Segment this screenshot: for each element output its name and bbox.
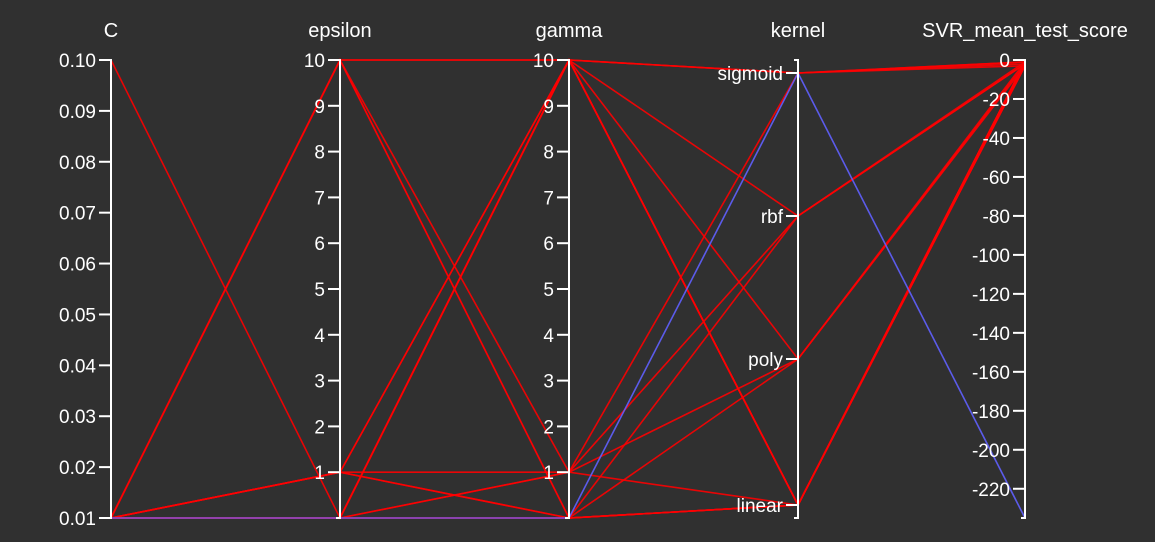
axis-title: gamma — [536, 20, 604, 42]
tick-label: sigmoid — [718, 64, 783, 85]
tick-label: 4 — [543, 326, 554, 347]
tick-label: 7 — [543, 188, 554, 209]
tick-label: 6 — [543, 234, 554, 255]
axis-title: SVR_mean_test_score — [922, 20, 1128, 42]
tick-label: -180 — [972, 402, 1010, 423]
tick-label: 0.02 — [59, 458, 96, 479]
tick-label: -120 — [972, 285, 1010, 306]
axis-title: kernel — [771, 20, 825, 42]
tick-label: 8 — [314, 143, 325, 164]
axis-kernel[interactable]: kernel linear poly rbf sigmoid — [718, 20, 826, 519]
axis-C[interactable]: C 0.01 0.02 0.03 0.04 0.05 0.06 0.07 0.08 0.09 0.1… — [59, 20, 118, 530]
tick-label: -80 — [983, 207, 1010, 228]
tick-label: -40 — [983, 129, 1010, 150]
tick-label: 0.08 — [59, 153, 96, 174]
tick-label: 10 — [304, 51, 325, 72]
tick-label: 0.06 — [59, 255, 96, 276]
tick-label: 4 — [314, 326, 325, 347]
tick-label: 2 — [543, 417, 554, 438]
axis-score[interactable]: SVR_mean_test_score-220-200-180-160-140-… — [922, 20, 1128, 519]
tick-label: 0.09 — [59, 102, 96, 123]
tick-label: 0.01 — [59, 509, 96, 530]
tick-label: -220 — [972, 480, 1010, 501]
tick-label: 0.07 — [59, 204, 96, 225]
tick-label: 6 — [314, 234, 325, 255]
axis-title: epsilon — [308, 20, 371, 42]
axis-line — [107, 59, 112, 519]
tick-label: 10 — [533, 51, 554, 72]
axis-line — [794, 59, 799, 519]
tick-label: 0.10 — [59, 51, 96, 72]
tick-label: 0.05 — [59, 305, 96, 326]
tick-label: -60 — [983, 168, 1010, 189]
tick-label: linear — [737, 496, 784, 517]
tick-label: 0 — [999, 51, 1010, 72]
tick-label: -100 — [972, 246, 1010, 267]
axes-layer: C 0.01 0.02 0.03 0.04 0.05 0.06 0.07 0.08 0.09 0.1… — [59, 20, 1128, 530]
axis-epsilon[interactable]: epsilon 1 2 3 4 5 6 7 8 9 10 — [304, 20, 372, 519]
tick-label: -20 — [983, 90, 1010, 111]
tick-label: 3 — [543, 372, 554, 393]
tick-label: -200 — [972, 441, 1010, 462]
axis-gamma[interactable]: gamma 1 2 3 4 5 6 7 8 9 10 — [533, 20, 604, 519]
tick-label: 9 — [314, 97, 325, 118]
tick-label: -160 — [972, 363, 1010, 384]
tick-label: 7 — [314, 188, 325, 209]
tick-label: 0.04 — [59, 356, 96, 377]
tick-label: 1 — [314, 463, 325, 484]
tick-label: 5 — [543, 280, 554, 301]
tick-label: poly — [748, 350, 783, 371]
tick-label: -140 — [972, 324, 1010, 345]
tick-label: 3 — [314, 372, 325, 393]
tick-label: 5 — [314, 280, 325, 301]
tick-label: 0.03 — [59, 407, 96, 428]
tick-label: 9 — [543, 97, 554, 118]
axis-title: C — [104, 20, 118, 42]
tick-label: 8 — [543, 143, 554, 164]
tick-label: rbf — [761, 207, 784, 228]
tick-label: 2 — [314, 417, 325, 438]
tick-label: 1 — [543, 463, 554, 484]
